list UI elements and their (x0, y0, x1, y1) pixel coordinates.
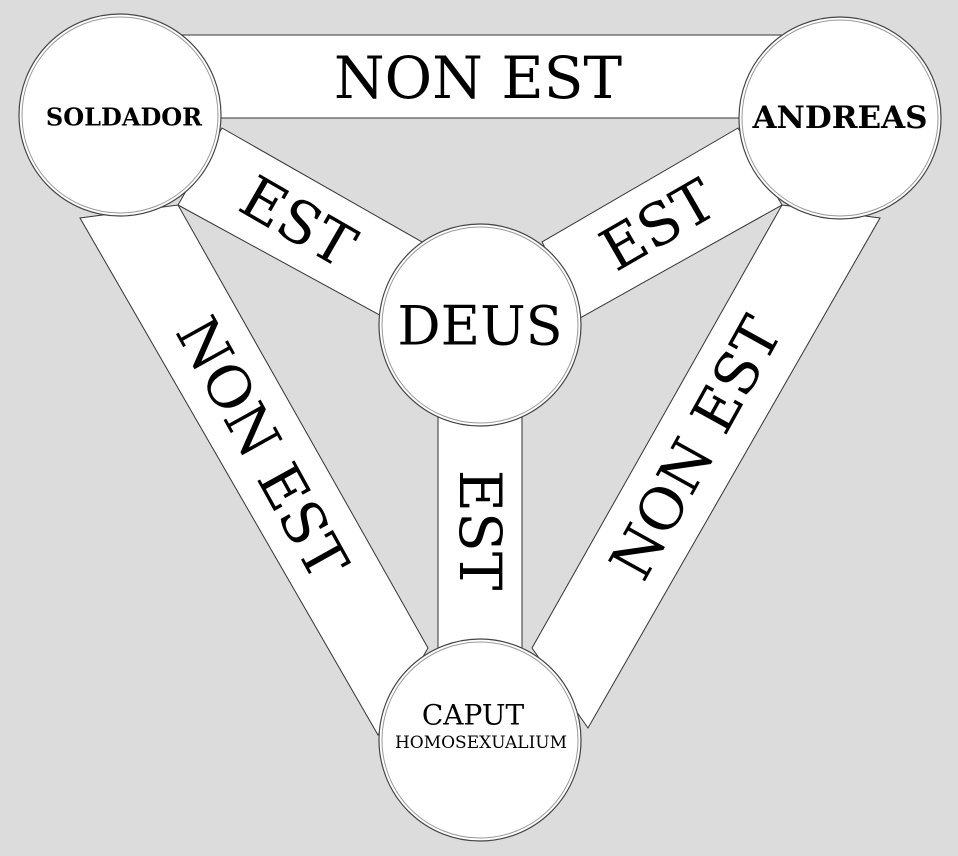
node-andreas-label: ANDREAS (751, 100, 927, 136)
link-center-bottom-label: EST (446, 470, 514, 591)
node-andreas: ANDREAS (738, 16, 942, 220)
node-caput-sublabel: HOMOSEXUALIUM (395, 733, 567, 753)
node-deus: DEUS (378, 223, 582, 427)
node-caput-label: CAPUT (422, 699, 525, 732)
node-soldador: SOLDADOR (18, 13, 222, 217)
node-soldador-label: SOLDADOR (46, 103, 203, 132)
node-caput: CAPUT (378, 638, 582, 842)
link-top-label: NON EST (334, 44, 623, 112)
node-deus-label: DEUS (397, 295, 562, 358)
